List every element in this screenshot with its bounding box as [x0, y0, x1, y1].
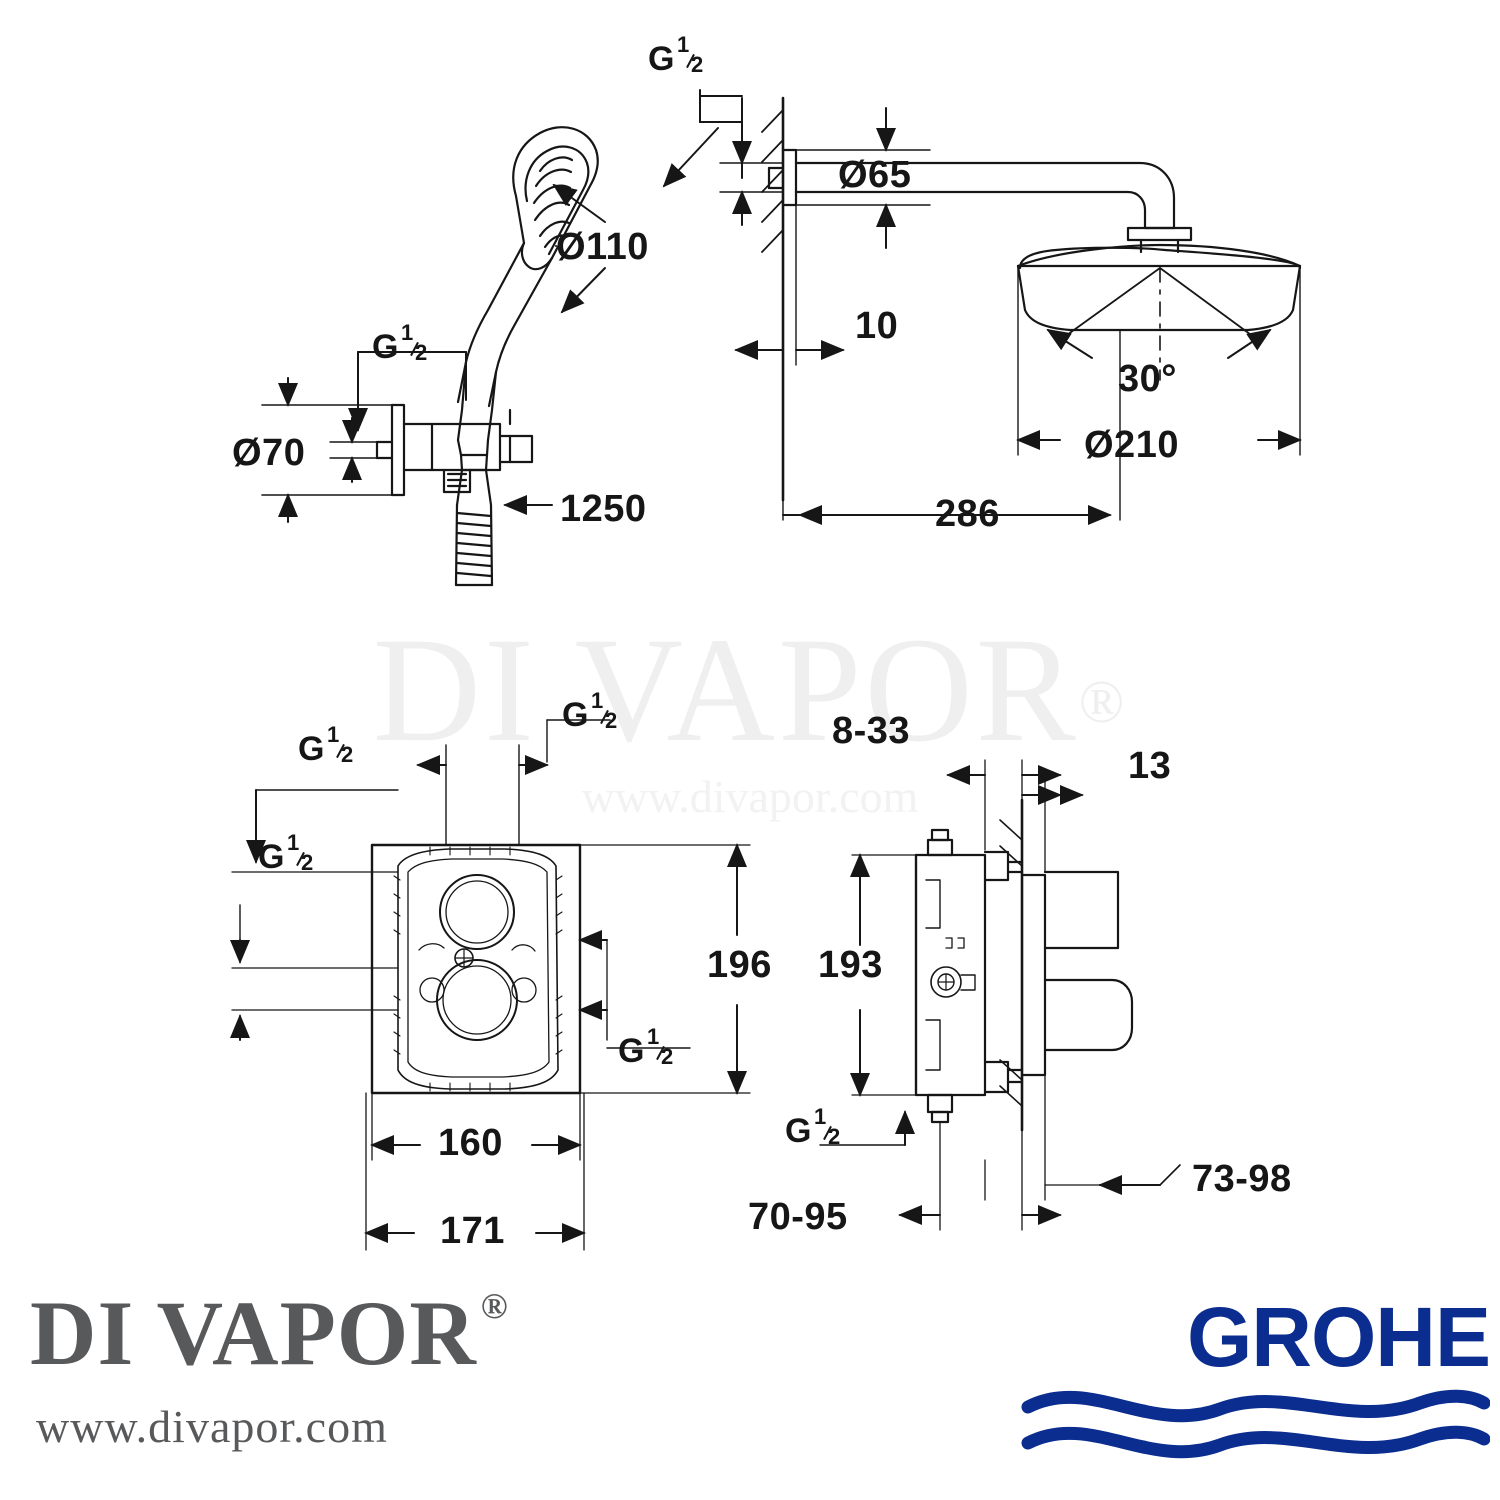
dim-holder-diameter: Ø70 [232, 432, 306, 474]
dim-body-height: 193 [818, 944, 883, 986]
grohe-logo: GROHE [1020, 1290, 1491, 1485]
dim-trim-depth: 13 [1128, 745, 1172, 787]
head-shower-graphic [1016, 226, 1302, 381]
footer-branding: DI VAPOR® www.divapor.com GROHE [0, 1275, 1500, 1500]
dim-outlet-spacing-range: 73-98 [1192, 1158, 1292, 1200]
divapor-logo: DI VAPOR® www.divapor.com [30, 1285, 790, 1453]
valve-side-view [914, 798, 1134, 1132]
dim-head-diameter: Ø210 [1084, 424, 1179, 466]
wall-hatching-top [761, 96, 785, 502]
dim-inlet-spacing-range: 70-95 [748, 1196, 848, 1238]
divapor-registered: ® [480, 1286, 509, 1327]
dim-box-width: 160 [438, 1122, 503, 1164]
divapor-url: www.divapor.com [36, 1400, 388, 1452]
dim-handshower-diameter: Ø110 [556, 226, 649, 268]
dim-wall-projection: 10 [855, 305, 899, 347]
divapor-name: DI VAPOR® [30, 1282, 509, 1384]
grohe-waves-icon [1021, 1389, 1491, 1459]
hand-shower-graphic [456, 126, 599, 472]
dim-box-flange-width: 171 [440, 1210, 505, 1252]
dim-wall-depth-range: 8-33 [832, 710, 911, 752]
dim-hose-length: 1250 [560, 488, 647, 530]
shower-arm-graphic [767, 148, 1176, 230]
dim-box-height: 196 [707, 944, 772, 986]
shower-holder-graphic [375, 403, 534, 497]
dim-escutcheon-diameter: Ø65 [838, 154, 912, 196]
grohe-wordmark: GROHE [1186, 1290, 1491, 1384]
shower-hose-graphic [454, 468, 494, 587]
dim-spray-angle: 30° [1118, 358, 1177, 400]
rough-in-box-front [370, 843, 582, 1095]
